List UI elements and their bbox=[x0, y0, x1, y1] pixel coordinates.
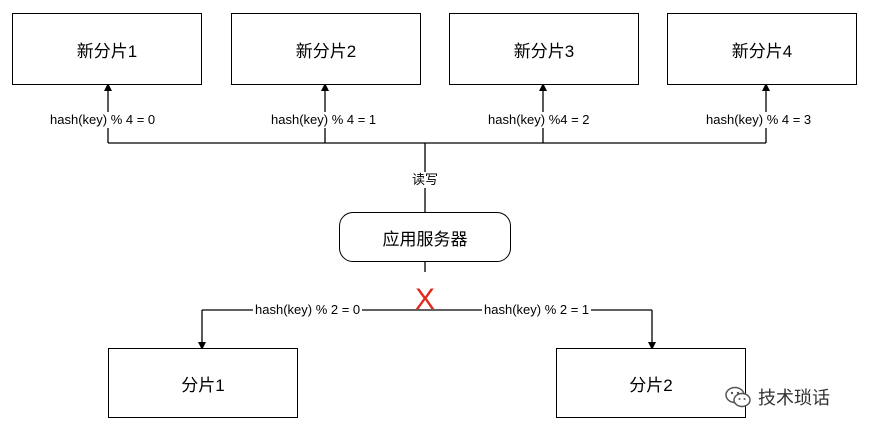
new-shard-1-label: 新分片1 bbox=[76, 41, 138, 61]
watermark-text: 技术琐话 bbox=[758, 388, 830, 408]
cross-icon: X bbox=[414, 283, 435, 316]
shard-1-rule: hash(key) % 2 = 0 bbox=[253, 302, 363, 318]
new-shard-4-label: 新分片4 bbox=[731, 41, 793, 61]
new-shard-1-box: 新分片1 bbox=[12, 13, 202, 85]
new-shard-3-label: 新分片3 bbox=[513, 41, 575, 61]
shard-1-label: 分片1 bbox=[181, 375, 225, 395]
shard-2-box: 分片2 bbox=[556, 348, 746, 418]
new-shard-1-rule: hash(key) % 4 = 0 bbox=[48, 112, 158, 128]
read-write-label: 读写 bbox=[410, 172, 441, 188]
watermark: 技术琐话 bbox=[724, 384, 830, 410]
app-server-box: 应用服务器 bbox=[339, 212, 511, 262]
new-shard-4-rule: hash(key) % 4 = 3 bbox=[704, 112, 814, 128]
wechat-icon bbox=[725, 386, 751, 408]
new-shard-2-rule: hash(key) % 4 = 1 bbox=[269, 112, 379, 128]
shard-1-box: 分片1 bbox=[108, 348, 298, 418]
new-shard-2-box: 新分片2 bbox=[231, 13, 421, 85]
new-shard-2-label: 新分片2 bbox=[295, 41, 357, 61]
shard-2-rule: hash(key) % 2 = 1 bbox=[482, 302, 592, 318]
new-shard-3-box: 新分片3 bbox=[449, 13, 639, 85]
app-server-label: 应用服务器 bbox=[382, 229, 468, 249]
shard-2-label: 分片2 bbox=[629, 375, 673, 395]
new-shard-4-box: 新分片4 bbox=[667, 13, 857, 85]
new-shard-3-rule: hash(key) %4 = 2 bbox=[486, 112, 592, 128]
